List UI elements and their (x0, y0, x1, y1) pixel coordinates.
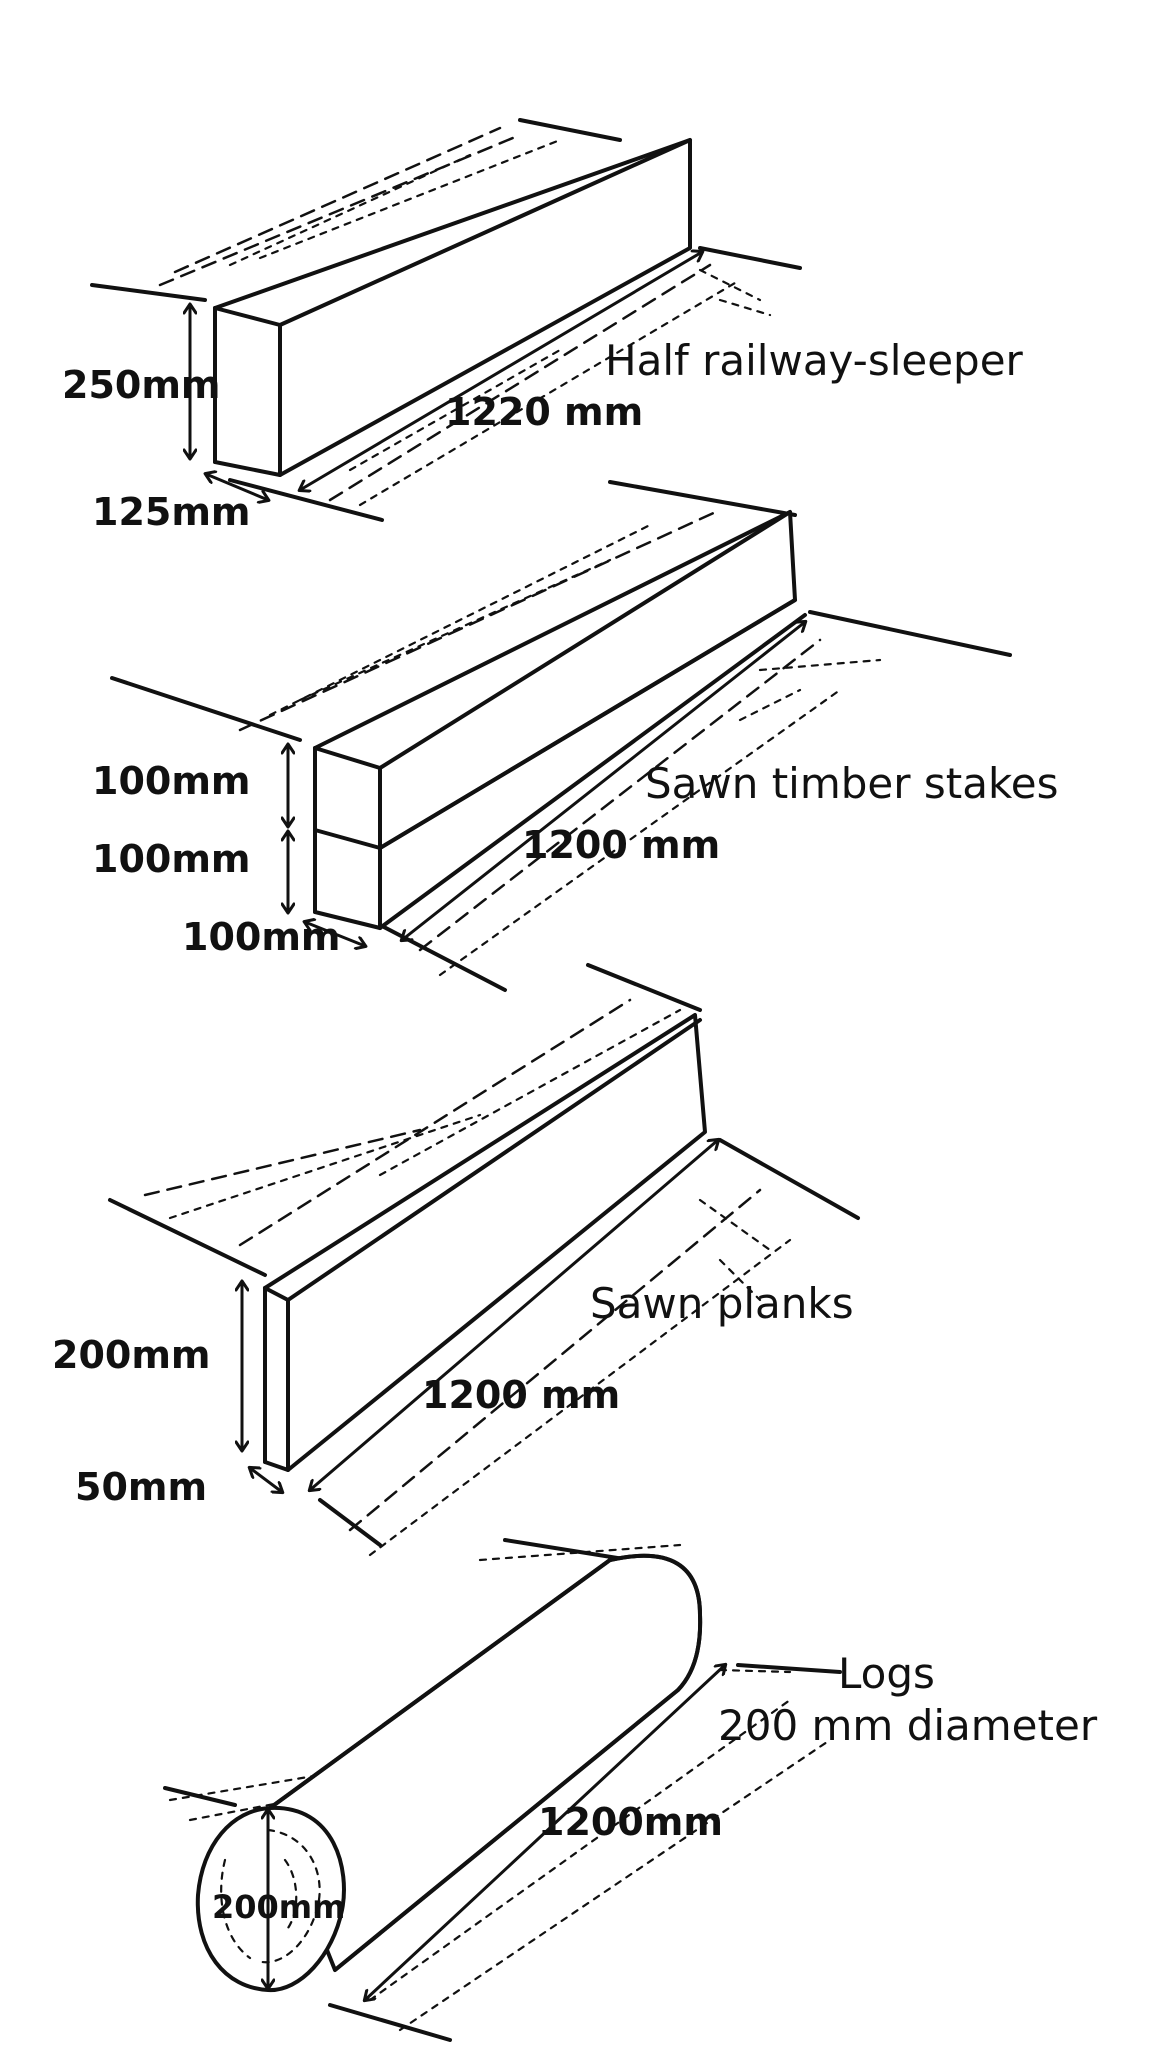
logs-name-label: Logs (838, 1649, 935, 1698)
sleeper-width-dimension (206, 474, 268, 500)
sawn-planks: 200mm 50mm 1200 mm Sawn planks (52, 963, 860, 1557)
sleeper-length-dimension (300, 252, 702, 490)
stakes-height-top-label: 100mm (92, 759, 251, 803)
log-length-dimension (365, 1665, 725, 2000)
planks-length-dimension (310, 1140, 718, 1490)
stakes-width-label: 100mm (182, 915, 341, 959)
sleeper-length-label: 1220 mm (445, 390, 643, 434)
stakes-length-label: 1200 mm (522, 823, 720, 867)
half-railway-sleeper: 250mm 125mm 1220 mm Half railway-sleeper (62, 118, 1024, 534)
planks-length-label: 1200 mm (422, 1373, 620, 1417)
stakes-length-dimension (402, 622, 805, 940)
sleeper-name-label: Half railway-sleeper (605, 336, 1024, 385)
stakes-width-dimension (305, 922, 365, 946)
stakes-height-bottom-label: 100mm (92, 837, 251, 881)
sleeper-height-label: 250mm (62, 363, 221, 407)
planks-thickness-label: 50mm (75, 1465, 207, 1509)
stakes-name-label: Sawn timber stakes (645, 759, 1059, 808)
sawn-timber-stakes: 100mm 100mm 100mm 1200 mm Sawn timber st… (92, 480, 1059, 992)
planks-thickness-dimension (250, 1468, 282, 1492)
sleeper-width-label: 125mm (92, 490, 251, 534)
log-length-label: 1200mm (538, 1800, 723, 1844)
log-end-diameter-label: 200mm (212, 1888, 345, 1926)
planks-height-label: 200mm (52, 1333, 211, 1377)
logs-diameter-note-label: 200 mm diameter (718, 1701, 1098, 1750)
logs: 200mm 1200mm Logs 200 mm diameter (163, 1538, 1098, 2042)
planks-name-label: Sawn planks (590, 1279, 854, 1328)
